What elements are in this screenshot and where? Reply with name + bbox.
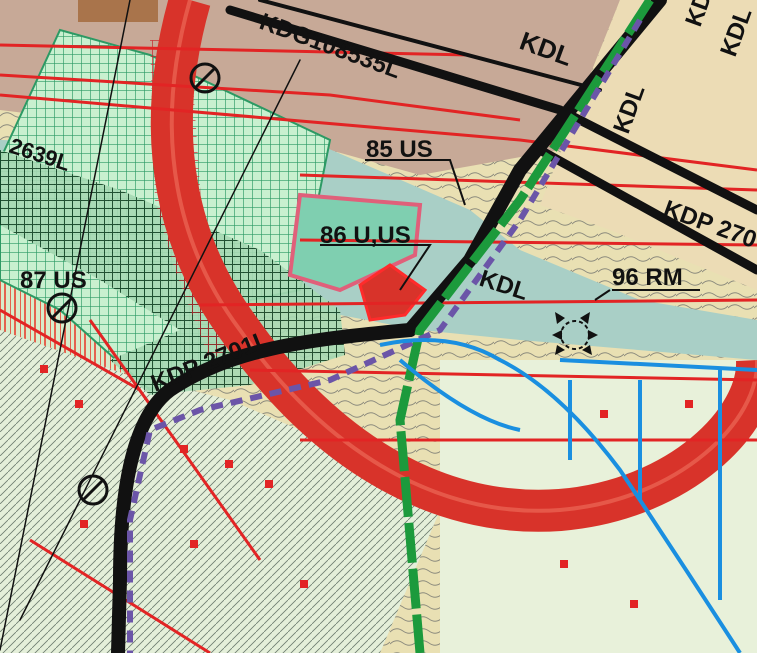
- arrow-cluster-icon: [552, 312, 598, 355]
- tree-markers: [40, 365, 693, 608]
- brown-parcel: [78, 0, 158, 22]
- label-86-u-us: 86 U,US: [320, 222, 411, 249]
- lower-green-zone: [0, 330, 440, 653]
- label-85-us: 85 US: [366, 136, 433, 163]
- label-leaders: [320, 159, 700, 301]
- label-87-us: 87 US: [20, 267, 87, 294]
- water-lines: [379, 338, 757, 653]
- ring-road-inner: [169, 0, 757, 513]
- circle-slash-icon: [46, 62, 221, 506]
- label-96-rm: 96 RM: [612, 264, 683, 291]
- rail-line: [395, 0, 654, 653]
